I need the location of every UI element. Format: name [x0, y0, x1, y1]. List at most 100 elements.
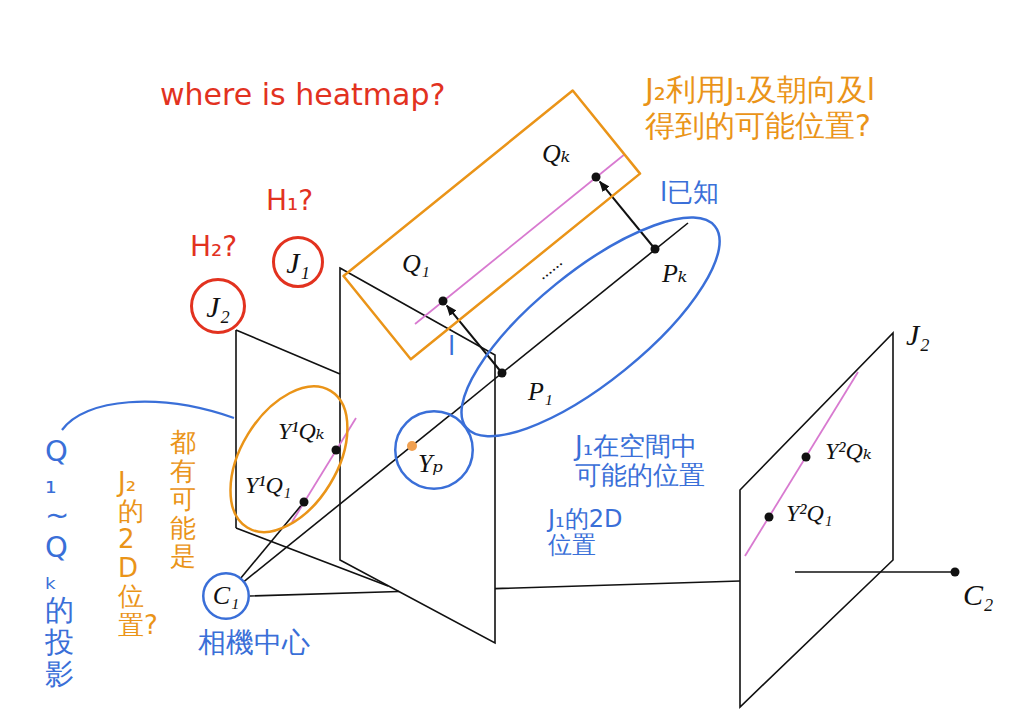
text-slot: Q₁~Qₖ的投影 — [45, 436, 74, 691]
outline-group — [344, 90, 641, 359]
circled-symbol: J₂ — [190, 278, 246, 334]
plane-label: J₂ — [906, 318, 930, 351]
point — [802, 453, 811, 462]
note: H₂? — [190, 232, 237, 263]
point-label: Y²Q₁ — [786, 500, 832, 526]
outline-group — [432, 184, 750, 471]
text-slot: Y²Qₖ — [825, 438, 872, 464]
note: J₂利用J₁及朝向及l得到的可能位置? — [645, 72, 895, 144]
candidate-box: QₖQ₁ — [341, 88, 643, 362]
connector — [451, 373, 502, 415]
candidate-line — [415, 154, 625, 324]
projected-point — [407, 441, 417, 451]
projection-region: Y¹QₖY¹Q₁ — [228, 384, 350, 534]
connector — [244, 459, 396, 582]
connector — [600, 182, 655, 249]
camera-axis — [795, 571, 955, 573]
text-slot: Q₁ — [402, 250, 430, 279]
symbol-label: C₁ — [213, 582, 239, 611]
text-slot: Qₖ — [542, 140, 570, 169]
text-slot: C₂ — [963, 578, 993, 611]
text-slot: J₂ — [206, 290, 230, 323]
text-slot: 都有可能是 — [170, 428, 196, 571]
symbol-label: Y¹Q₁ — [245, 472, 291, 498]
point — [300, 498, 309, 507]
text-slot: ...... — [536, 258, 563, 278]
ellipse-outline — [206, 366, 371, 553]
text-slot: Yₚ — [418, 450, 443, 479]
symbol-label: Q₁ — [402, 250, 430, 279]
text-slot: Y¹Q₁ — [245, 472, 291, 498]
text-slot: l已知 — [660, 178, 719, 207]
text-slot: J₂利用J₁及朝向及l得到的可能位置? — [645, 72, 895, 144]
connector — [241, 506, 301, 578]
circled-point: Yₚ — [394, 410, 474, 490]
symbol-label: P₁ — [528, 378, 553, 407]
outline-group — [203, 573, 249, 619]
symbol-label: Yₚ — [418, 450, 443, 479]
circle-outline — [395, 411, 473, 489]
text-slot: J₁ — [286, 246, 310, 279]
baseline — [250, 581, 740, 596]
camera-label: C₂ — [963, 578, 993, 611]
note: 都有可能是 — [170, 428, 196, 571]
text-slot: P₁ — [528, 378, 553, 407]
symbol-label: J₁ — [286, 246, 310, 279]
camera-center — [951, 568, 960, 577]
text-slot: Pₖ — [662, 260, 687, 289]
point — [592, 173, 601, 182]
text-slot: J₁的2D位置 — [548, 506, 628, 559]
leader-line — [62, 402, 234, 430]
circle-outline — [192, 280, 245, 333]
space-region: PₖP₁ — [459, 215, 722, 439]
connector — [447, 306, 502, 373]
text-slot: H₂? — [190, 232, 237, 263]
symbol-label: Y¹Qₖ — [278, 418, 325, 444]
circled-symbol: J₁ — [272, 236, 324, 288]
middle-image-plane — [340, 268, 495, 643]
image-planes — [236, 223, 955, 707]
outline-group — [206, 366, 371, 553]
node-outline — [228, 384, 350, 534]
outline-group — [274, 238, 323, 287]
note: where is heatmap? — [160, 78, 445, 111]
text-slot: C₁ — [213, 582, 239, 611]
circle-outline — [203, 573, 249, 619]
text-slot: 相機中心 — [198, 628, 310, 659]
camera-center: C₁ — [202, 572, 250, 620]
node-outline — [341, 88, 643, 362]
box-outline — [344, 90, 641, 359]
text-slot: Y¹Qₖ — [278, 418, 325, 444]
text-slot: Y²Q₁ — [786, 500, 832, 526]
circle-outline — [274, 238, 323, 287]
outline-group — [395, 411, 473, 489]
text-slot: J₂ — [906, 318, 930, 351]
point-label: Y²Qₖ — [825, 438, 872, 464]
ellipse-outline — [432, 184, 750, 471]
point — [332, 446, 341, 455]
epipolar-lines — [292, 154, 858, 556]
left-image-plane — [236, 330, 388, 586]
note: Q₁~Qₖ的投影 — [45, 436, 74, 691]
text-slot: l — [448, 332, 455, 361]
symbol-label: J₂ — [206, 290, 230, 323]
text-slot: J₂的2D位置? — [118, 468, 144, 640]
outline-group — [192, 280, 245, 333]
text-slot: J₁在空間中可能的位置 — [575, 432, 710, 489]
text-slot: H₁? — [266, 186, 313, 217]
symbol-label: Pₖ — [662, 260, 687, 289]
note: J₁的2D位置 — [548, 506, 628, 559]
text-slot: where is heatmap? — [160, 78, 445, 111]
point — [439, 297, 448, 306]
note: H₁? — [266, 186, 313, 217]
note: 相機中心 — [198, 628, 310, 659]
node-outline — [459, 215, 722, 439]
right-image-plane — [740, 333, 893, 707]
edge-label: l — [448, 332, 455, 361]
note: J₁在空間中可能的位置 — [575, 432, 710, 489]
point — [765, 513, 774, 522]
edge-label: l已知 — [660, 178, 719, 207]
